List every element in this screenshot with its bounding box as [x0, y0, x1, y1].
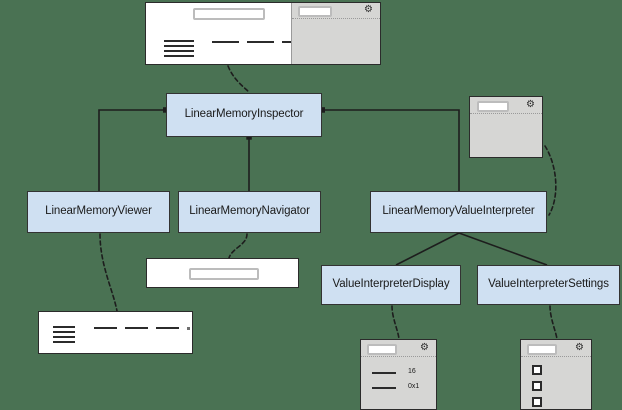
edge-visettings-mock-link [549, 305, 558, 340]
mock-inspector-main [146, 3, 350, 64]
mock-vidisplay-label-bar [372, 372, 396, 374]
edge-valueinterpreter-display [395, 232, 460, 266]
mock-inspector-address-row [164, 40, 194, 42]
edge-mock-inspector-link [227, 65, 250, 93]
mock-visettings-checkbox [532, 381, 542, 391]
node-label: ValueInterpreterDisplay [332, 278, 450, 291]
node-label: LinearMemoryNavigator [189, 205, 310, 218]
node-label: LinearMemoryValueInterpreter [382, 205, 535, 218]
edge-inspector-viewer [98, 107, 169, 191]
mock-viewer [38, 311, 193, 354]
mock-visettings-checkbox [532, 365, 542, 375]
mock-viewer-address-row [53, 341, 75, 343]
mock-viewer-address-row [53, 336, 75, 338]
mock-viewer-ascii-column [187, 327, 192, 330]
mock-viewer-byte-group [125, 327, 148, 329]
mock-vidisplay-value: 0x1 [408, 383, 420, 390]
mock-inspector-byte-group [212, 41, 239, 43]
node-value-interpreter-display[interactable]: ValueInterpreterDisplay [321, 265, 461, 305]
mock-navigator-address-input [189, 268, 259, 280]
mock-navigator [146, 258, 299, 288]
node-linear-memory-navigator[interactable]: LinearMemoryNavigator [178, 191, 321, 233]
node-label: LinearMemoryViewer [45, 205, 152, 218]
mock-inspector-side-panel: ⚙ [291, 3, 380, 64]
node-value-interpreter-settings[interactable]: ValueInterpreterSettings [477, 265, 620, 305]
mock-viewer-address-row [53, 331, 75, 333]
mock-inspector-byte-group [247, 41, 274, 43]
node-linear-memory-inspector[interactable]: LinearMemoryInspector [166, 93, 322, 137]
gear-icon: ⚙ [575, 342, 584, 353]
mock-visettings-checkbox [532, 397, 542, 407]
node-label: ValueInterpreterSettings [488, 278, 609, 291]
gear-icon: ⚙ [420, 342, 429, 353]
edge-valueinterpreter-settings [458, 232, 548, 266]
mock-vidisplay-label-bar [372, 387, 396, 389]
mock-viewer-byte-group [94, 327, 117, 329]
node-label: LinearMemoryInspector [184, 108, 304, 121]
gear-icon: ⚙ [364, 4, 373, 15]
mock-inspector-address-row [164, 55, 194, 57]
mock-inspector-toolbar-pill [193, 8, 265, 20]
gear-icon: ⚙ [526, 99, 535, 110]
mock-valueinterpreter: ⚙ [469, 96, 543, 158]
mock-viewer-byte-group [156, 327, 179, 329]
mock-vidisplay-value: 16 [408, 368, 416, 375]
edge-inspector-valueinterpreter [319, 107, 460, 191]
mock-inspector-address-row [164, 45, 194, 47]
mock-visettings: ⚙ [520, 339, 592, 410]
mock-visettings-pill [527, 344, 557, 355]
edge-vidisplay-mock-link [391, 305, 400, 340]
node-linear-memory-value-interpreter[interactable]: LinearMemoryValueInterpreter [370, 191, 547, 233]
mock-valueinterpreter-pill [477, 101, 509, 112]
mock-inspector-address-row [164, 50, 194, 52]
node-linear-memory-viewer[interactable]: LinearMemoryViewer [27, 191, 170, 233]
edge-navigator-mock-link [228, 233, 248, 259]
edge-inspector-navigator [246, 134, 252, 191]
mock-inspector-panel-pill [298, 6, 332, 17]
edge-viewer-mock-link [99, 233, 118, 312]
mock-vidisplay: ⚙ 16 0x1 [360, 339, 437, 410]
mock-viewer-address-row [53, 326, 75, 328]
mock-inspector: ⚙ [145, 2, 381, 65]
mock-vidisplay-pill [367, 344, 397, 355]
